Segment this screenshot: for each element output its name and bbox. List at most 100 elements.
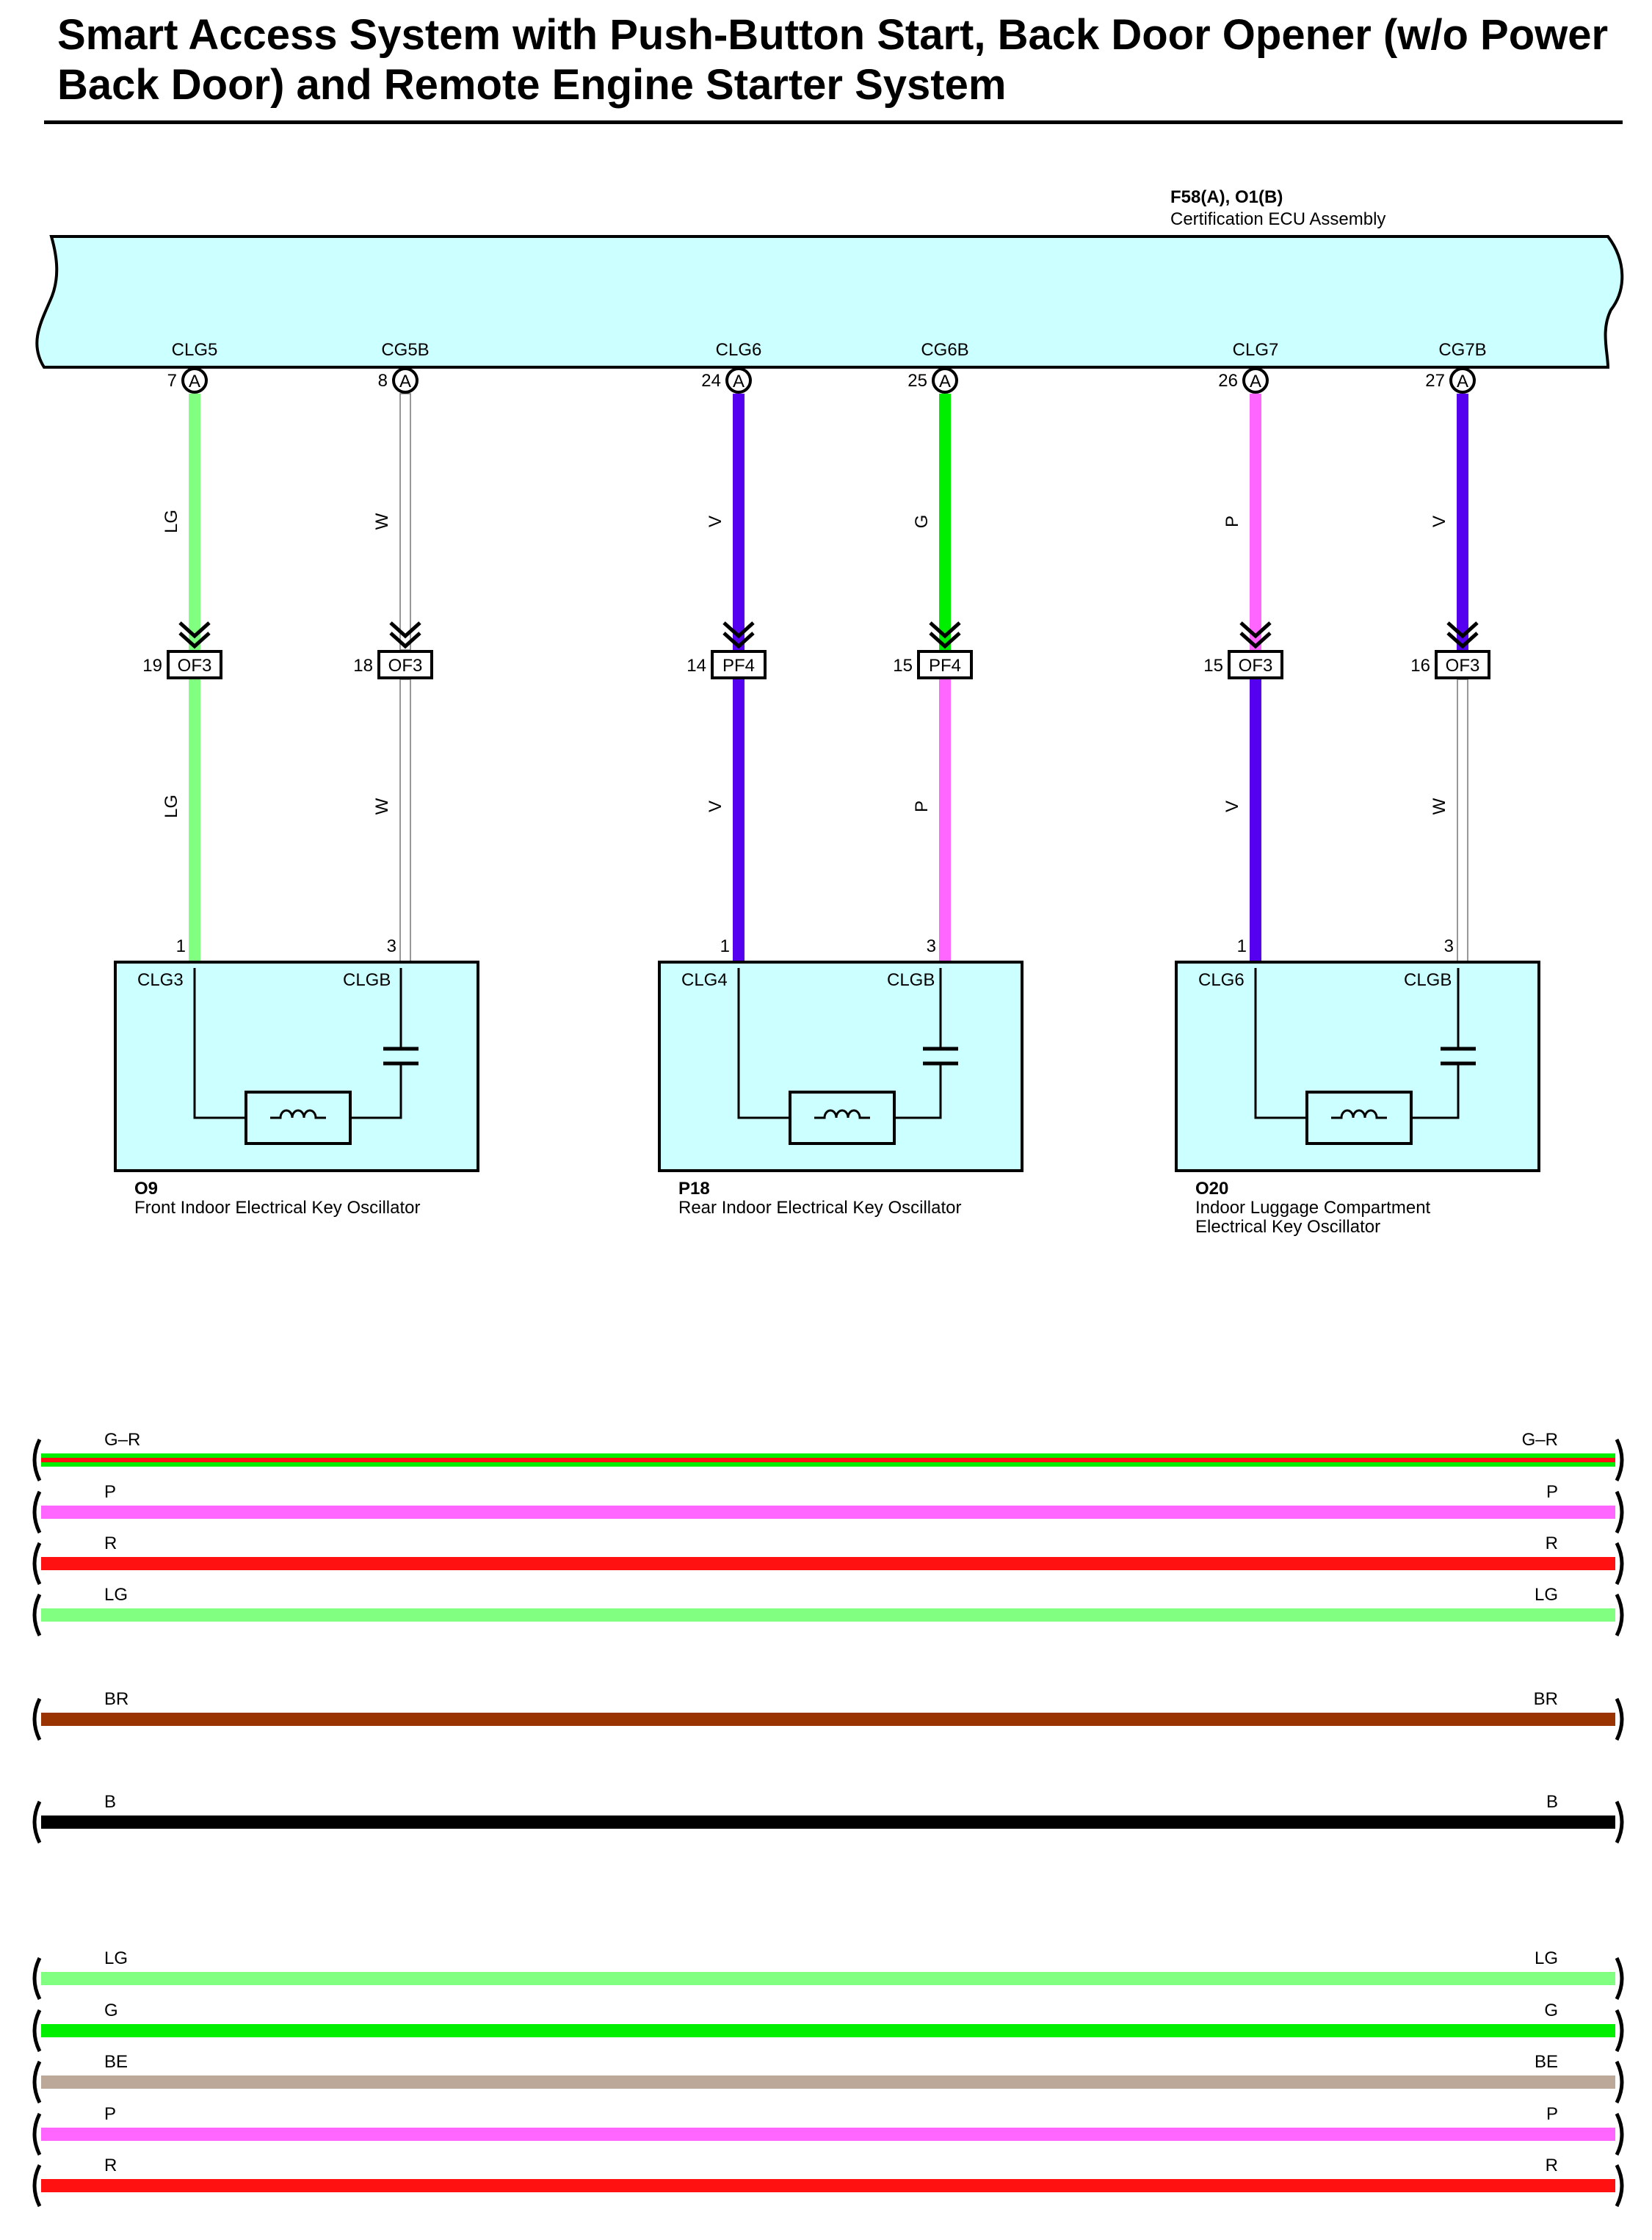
oscillator-code: P18 [678,1179,710,1199]
coil-antenna-box [789,1091,896,1145]
junction-pin-number: 19 [142,656,162,676]
junction-connector-label: PF4 [722,656,755,676]
inline-connector-chevron-icon [929,621,961,649]
oscillator-name: Electrical Key Oscillator [1195,1217,1380,1237]
oscillator-pin-number: 3 [1444,936,1454,956]
ecu-terminal-label: CG7B [1438,340,1486,360]
legend-break-left-icon [32,1593,42,1637]
legend-color-code-left: R [104,2156,117,2175]
ecu-pin-number: 27 [1425,371,1445,391]
legend-break-left-icon [32,1697,42,1741]
oscillator-name: Indoor Luggage Compartment [1195,1198,1431,1218]
ecu-name: Certification ECU Assembly [1170,209,1385,229]
connector-letter: A [1457,372,1468,391]
legend-break-right-icon [1615,1800,1624,1844]
coil-antenna-box [244,1091,352,1145]
junction-connector-label: OF3 [1446,656,1480,676]
connector-circle [725,367,752,394]
connector-circle [181,367,208,394]
connector-letter: A [733,372,745,391]
inline-connector-chevron-icon [178,621,211,649]
oscillator-name: Front Indoor Electrical Key Oscillator [134,1198,420,1218]
ecu-terminal-label: CLG5 [172,340,218,360]
inline-connector-chevron-icon [722,621,755,649]
ecu-terminal-label: CG5B [381,340,429,360]
legend-break-right-icon [1615,1593,1624,1637]
legend-break-left-icon [32,1800,42,1844]
internal-wire [350,968,402,1119]
legend-color-code-left: LG [104,1948,128,1968]
legend-color-code-right: R [1546,2156,1558,2175]
internal-wire [193,968,246,1119]
legend-color-code-right: P [1546,2104,1558,2124]
ecu-pin-number: 26 [1218,371,1238,391]
legend-color-code-right: LG [1535,1585,1558,1605]
oscillator-pin-number: 3 [387,936,396,956]
legend-break-right-icon [1615,1957,1624,2001]
capacitor-icon [1441,1047,1476,1066]
certification-ecu-box [35,235,1624,369]
wire-color-code: V [1222,801,1242,812]
wire-color-code: V [706,516,725,527]
oscillator-terminal-label: CLG4 [681,970,728,990]
connector-letter: A [399,372,411,391]
connector-letter: A [939,372,951,391]
legend-break-left-icon [32,2164,42,2208]
oscillator-pin-number: 1 [1237,936,1247,956]
oscillator-name: Rear Indoor Electrical Key Oscillator [678,1198,961,1218]
connector-letter: A [189,372,200,391]
inline-connector-chevron-icon [1446,621,1479,649]
connector-circle [932,367,958,394]
junction-connector-box [377,650,433,679]
legend-break-left-icon [32,2009,42,2053]
junction-connector-box [167,650,222,679]
legend-break-left-icon [32,1957,42,2001]
ecu-pin-number: 24 [701,371,721,391]
legend-break-right-icon [1615,2009,1624,2053]
legend-color-code-left: LG [104,1585,128,1605]
coil-antenna-box [1305,1091,1413,1145]
legend-color-code-right: B [1546,1792,1558,1812]
oscillator-code: O9 [134,1179,158,1199]
legend-break-right-icon [1615,1490,1624,1534]
legend-color-code-left: BE [104,2052,128,2072]
legend-color-code-left: G–R [104,1430,140,1450]
legend-break-left-icon [32,1542,42,1586]
wire-color-code: LG [162,795,181,818]
internal-wire [737,968,790,1119]
capacitor-icon [923,1047,958,1066]
legend-break-left-icon [32,2060,42,2104]
wire-color-code: W [1430,798,1449,814]
inline-connector-chevron-icon [1239,621,1272,649]
legend-color-code-right: P [1546,1482,1558,1502]
oscillator-terminal-label: CLGB [887,970,935,990]
inline-connector-chevron-icon [389,621,421,649]
legend-break-right-icon [1615,2164,1624,2208]
legend-color-code-right: LG [1535,1948,1558,1968]
oscillator-terminal-label: CLGB [1404,970,1452,990]
junction-pin-number: 18 [353,656,373,676]
internal-wire [894,968,942,1119]
legend-color-code-left: P [104,2104,116,2124]
legend-color-code-right: R [1546,1533,1558,1553]
oscillator-terminal-label: CLGB [343,970,391,990]
wire-color-code: V [1430,516,1449,527]
page-title: Smart Access System with Push-Button Sta… [57,11,1609,109]
capacitor-icon [383,1047,419,1066]
wire-upper [399,393,411,651]
internal-wire [1254,968,1307,1119]
wire-color-code: W [372,513,392,530]
junction-connector-box [1435,650,1490,679]
ecu-terminal-label: CLG7 [1233,340,1279,360]
oscillator-terminal-label: CLG3 [137,970,184,990]
legend-break-right-icon [1615,2060,1624,2104]
wire-color-code: G [912,515,932,529]
junction-connector-box [1228,650,1283,679]
legend-color-code-right: G–R [1522,1430,1558,1450]
legend-break-left-icon [32,1490,42,1534]
junction-pin-number: 16 [1410,656,1430,676]
junction-pin-number: 15 [893,656,913,676]
title-underline [44,120,1623,124]
oscillator-pin-number: 1 [176,936,186,956]
